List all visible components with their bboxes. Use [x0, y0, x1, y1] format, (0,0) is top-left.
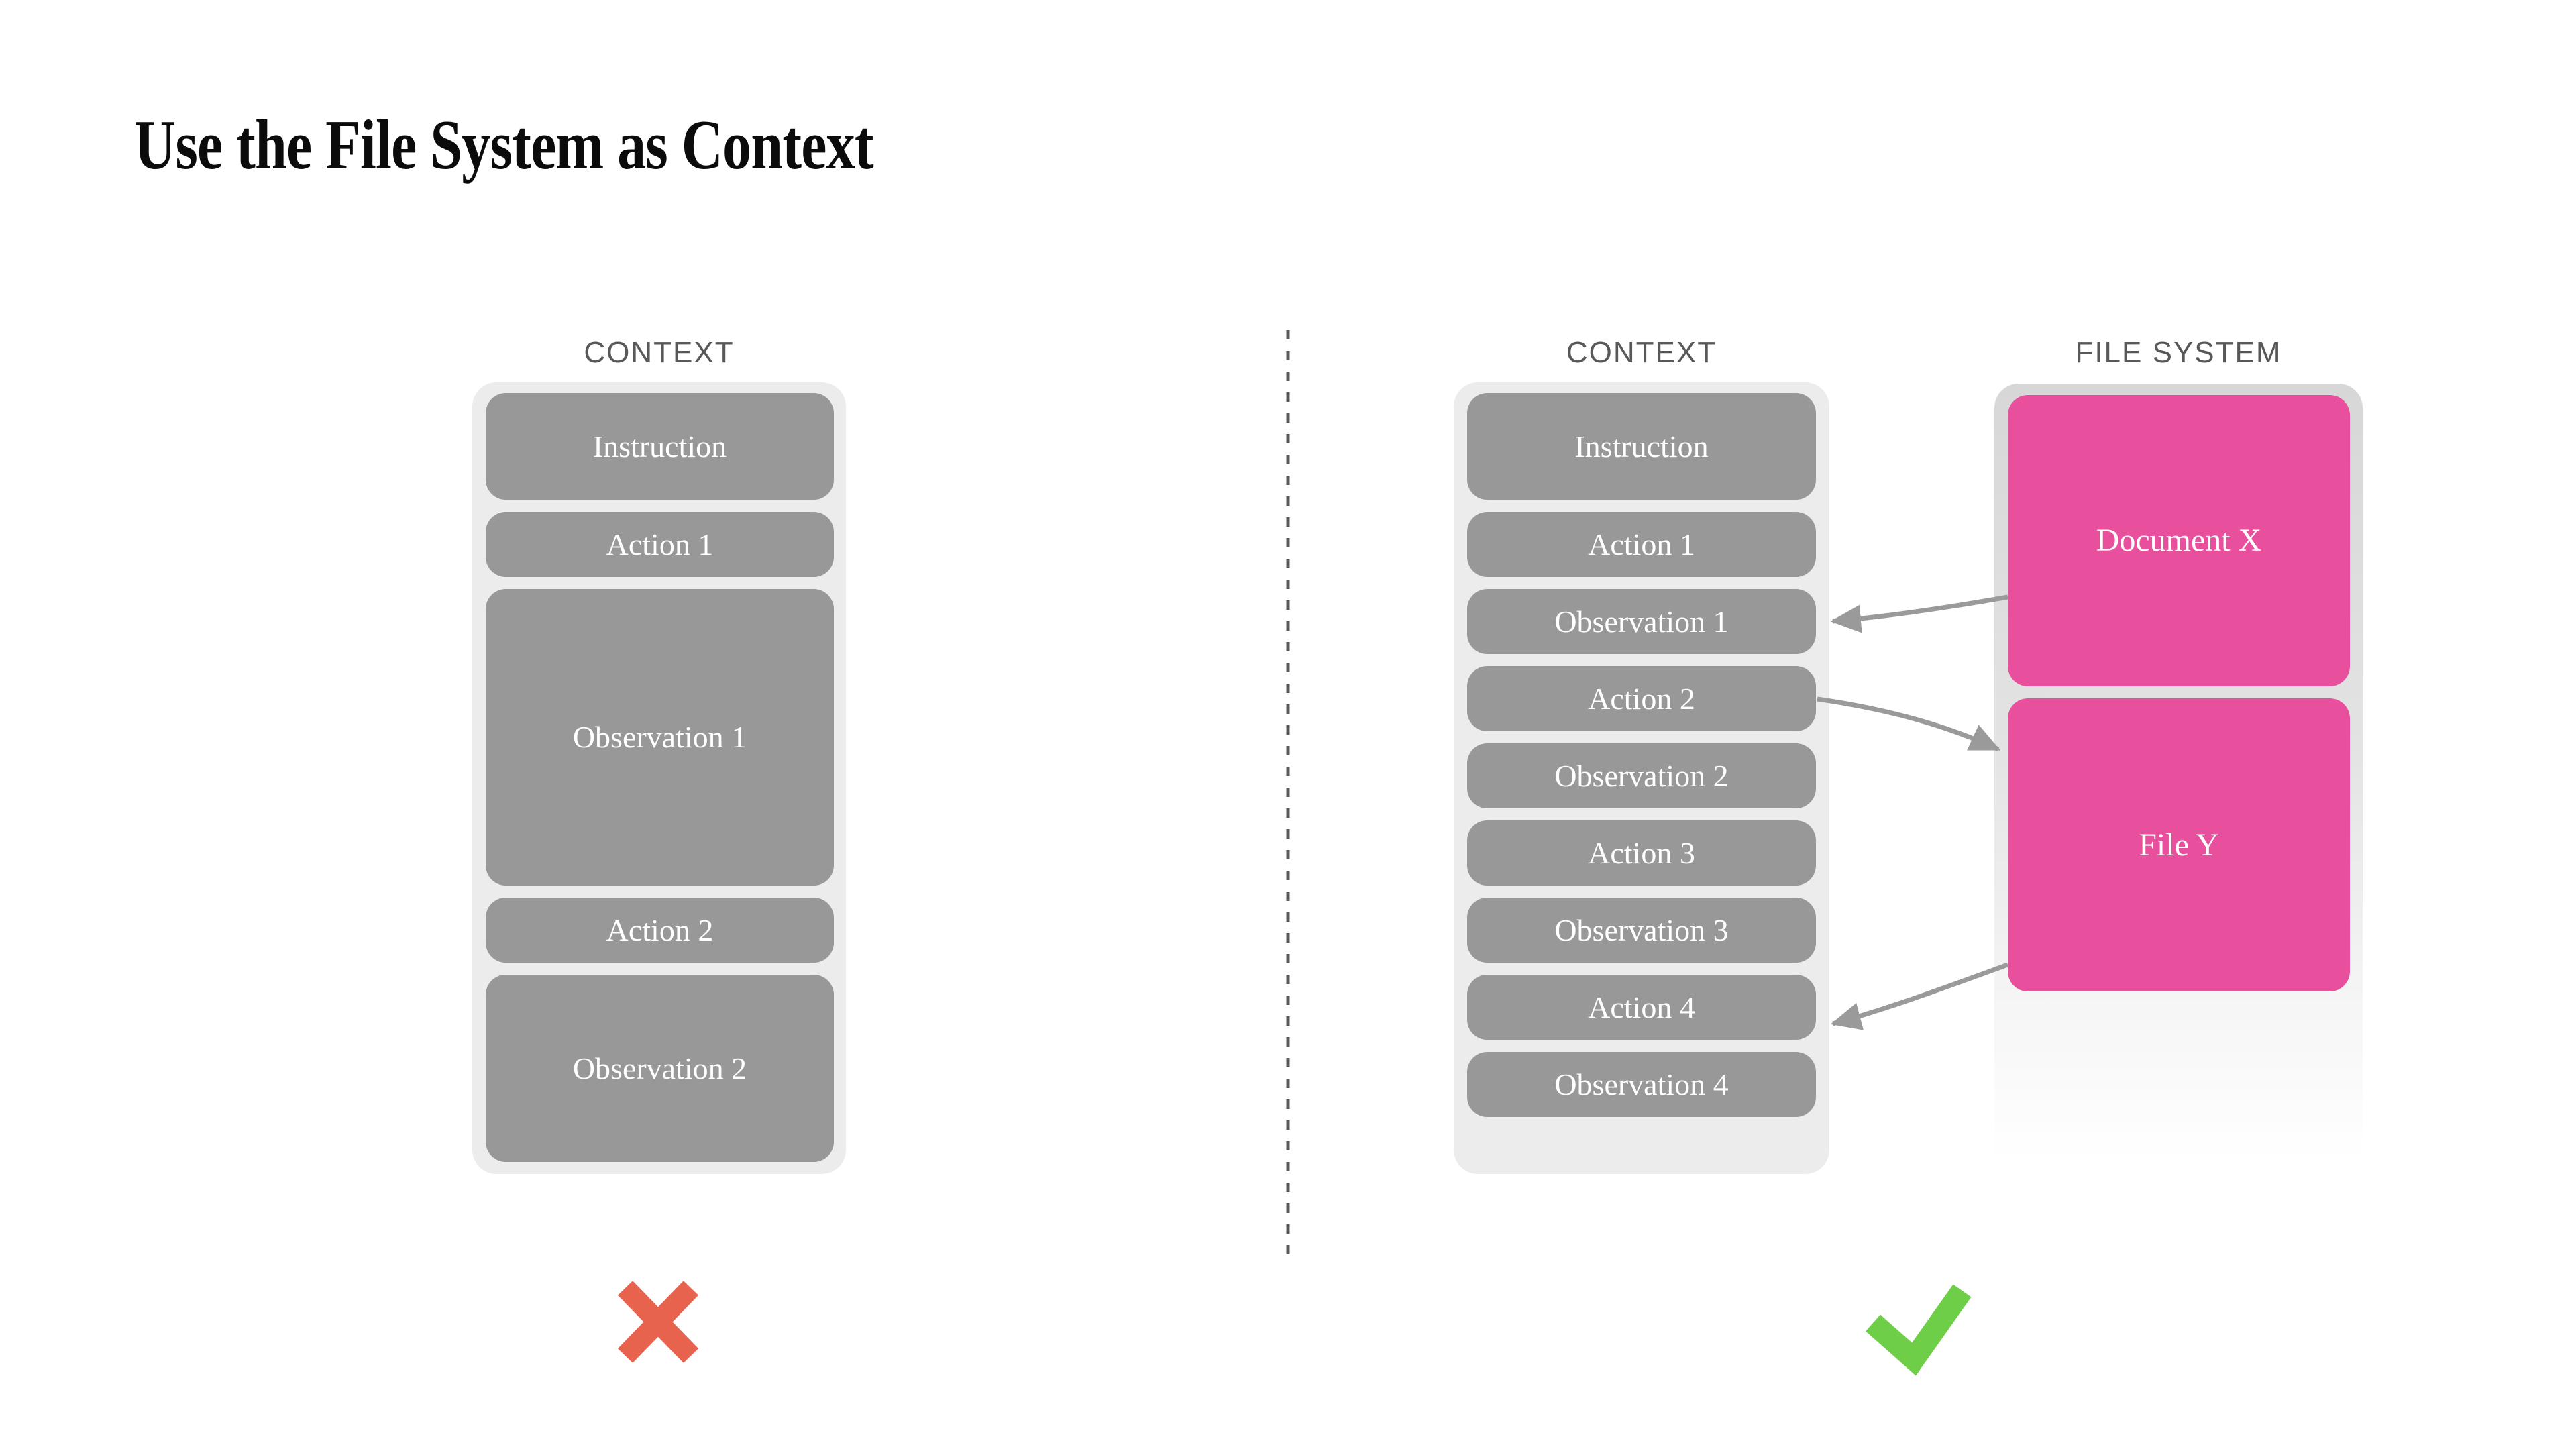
right-box-observation-4: Observation 4: [1467, 1052, 1816, 1117]
cross-icon: [617, 1281, 699, 1363]
file-system-label: FILE SYSTEM: [2075, 336, 2282, 369]
left-box-action-2: Action 2: [486, 898, 834, 963]
right-box-action-2: Action 2: [1467, 666, 1816, 731]
arrow-document-x-to-observation-1: [1830, 594, 2008, 633]
page-title: Use the File System as Context: [134, 105, 874, 184]
right-box-observation-3: Observation 3: [1467, 898, 1816, 963]
right-box-observation-2: Observation 2: [1467, 743, 1816, 808]
right-box-action-4: Action 4: [1467, 975, 1816, 1040]
left-box-observation-2: Observation 2: [486, 975, 834, 1162]
right-context-label: CONTEXT: [1566, 336, 1717, 369]
left-box-instruction: Instruction: [486, 393, 834, 500]
right-box-observation-1: Observation 1: [1467, 589, 1816, 654]
right-box-action-1: Action 1: [1467, 512, 1816, 577]
fs-box-document-x: Document X: [2008, 395, 2350, 686]
arrow-file-y-to-action-4: [1830, 962, 2009, 1030]
left-box-observation-1: Observation 1: [486, 589, 834, 885]
right-box-instruction: Instruction: [1467, 393, 1816, 500]
left-context-label: CONTEXT: [584, 336, 735, 369]
right-box-action-3: Action 3: [1467, 820, 1816, 885]
fs-box-file-y: File Y: [2008, 698, 2350, 991]
check-icon: [1866, 1284, 1972, 1376]
left-box-action-1: Action 1: [486, 512, 834, 577]
arrow-action-2-to-file-y: [1817, 696, 2001, 752]
